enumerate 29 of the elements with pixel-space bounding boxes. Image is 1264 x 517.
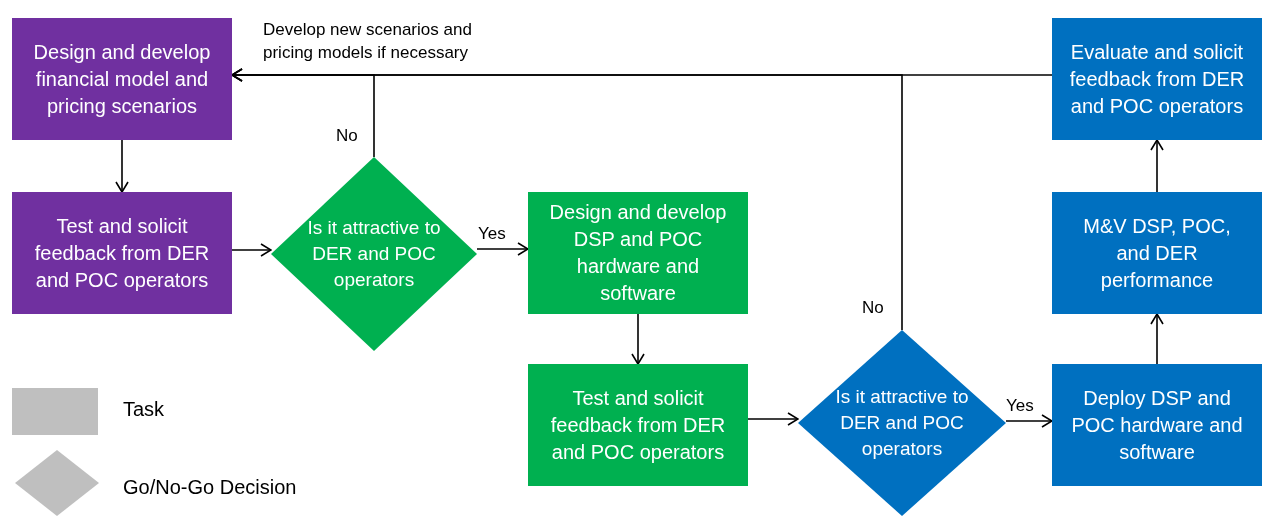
legend-label: Task [123,398,165,421]
node-text: Test and solicit feedback from DER and POC operators [549,385,727,465]
arrow [1150,313,1164,365]
task-box [528,364,748,486]
task-box [1052,364,1262,486]
node-text: M&V DSP, POC, and DER performance [1082,213,1232,293]
decision-diamond [798,330,1006,516]
legend-label: Go/No-Go Decision [123,476,297,499]
arrow [631,313,645,365]
task-box [1052,18,1262,140]
arrow [115,139,129,193]
node-text: Evaluate and solicit feedback from DER and POC operators [1068,39,1246,119]
arrow [1150,139,1164,193]
task-box [12,192,232,314]
task-box [528,192,748,314]
node-text: Deploy DSP and POC hardware and software [1070,385,1244,465]
task-box [1052,192,1262,314]
node-text: Is it attractive to DER and POC operators [834,385,970,461]
node-text: Design and develop financial model and pricing scenarios [32,39,212,119]
node-text: Is it attractive to DER and POC operators [306,216,442,292]
node-text: Design and develop DSP and POC hardware and software [548,200,728,306]
arrow [231,68,903,331]
node-text: Test and solicit feedback from DER and POC operators [33,213,211,293]
decision-diamond [271,157,477,351]
arrow [747,412,799,426]
arrow [231,243,272,257]
arrow [1005,414,1053,428]
arrow [476,242,529,256]
task-box [12,18,232,140]
